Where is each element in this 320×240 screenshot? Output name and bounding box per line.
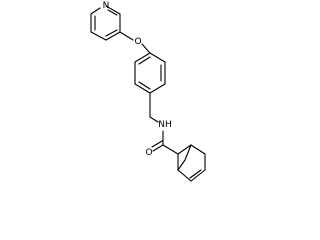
- bond-ch2-nh: [149, 116, 159, 123]
- bond-b4-b5-inner: [138, 81, 151, 90]
- pyridine-ring: [90, 5, 121, 41]
- bond-b6-b1-inner: [138, 56, 151, 65]
- carbonyl-oxygen-label: O: [145, 148, 152, 158]
- bond-n4-n5: [190, 169, 206, 182]
- pyridine-nitrogen-label: N: [103, 1, 110, 11]
- bond-n4-n5-double: [189, 169, 202, 179]
- molecule-drawing: N O NH O: [90, 1, 206, 182]
- bond-b4-b5: [134, 83, 151, 94]
- bond-n5-n6: [177, 169, 192, 182]
- bond-n-c2-inner: [107, 9, 118, 16]
- bond-b6-b1: [134, 52, 151, 63]
- benzene-ring: [134, 52, 166, 94]
- ether-oxygen-label: O: [134, 37, 141, 47]
- bond-n1-n2: [177, 144, 192, 155]
- bond-carbonyl-o: [152, 144, 164, 152]
- bond-b1-b2: [149, 52, 166, 63]
- bond-n-c2: [105, 5, 121, 15]
- bond-c3-c4-inner: [105, 29, 118, 37]
- bond-n2-n3: [190, 144, 206, 155]
- bond-pyridine-o: [119, 31, 134, 41]
- bond-c4-c5: [90, 31, 107, 41]
- structure-canvas: N O NH O: [90, 1, 206, 182]
- bond-b3-b4: [149, 83, 166, 94]
- bond-c3-c4: [105, 31, 121, 41]
- bond-bridge-b: [177, 159, 186, 171]
- bond-bridge-a: [184, 144, 192, 161]
- bond-c6-n: [90, 7, 101, 15]
- norbornene-ring: [177, 144, 206, 182]
- bond-o-phenyl: [141, 43, 151, 54]
- amide-nh-label: NH: [158, 120, 172, 130]
- bond-carbonyl-o-second: [151, 140, 163, 148]
- bond-carbonyl-bicycle: [162, 144, 179, 155]
